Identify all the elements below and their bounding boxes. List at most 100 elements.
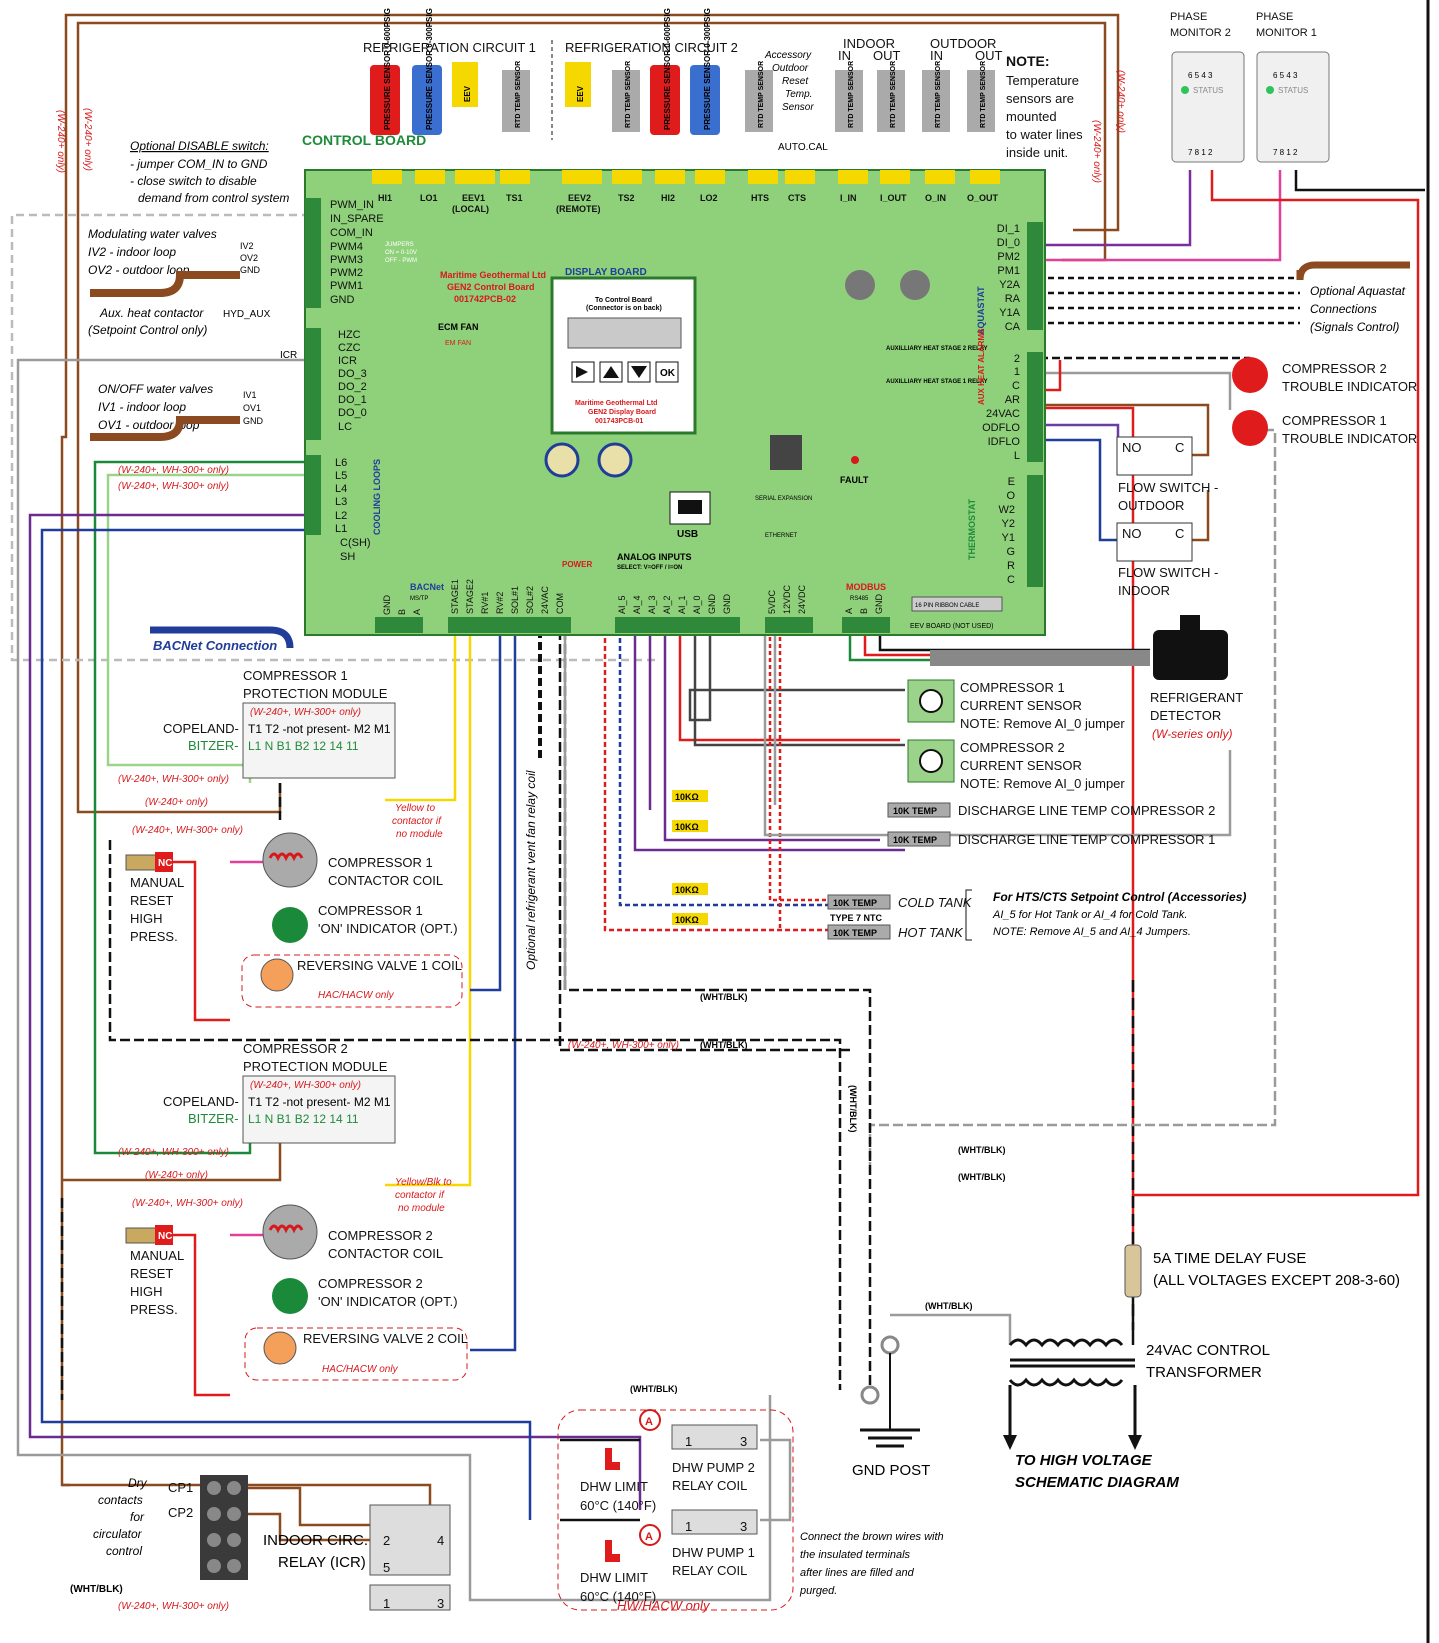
right-pins-3: E O W2 Y2 Y1 G R C	[999, 475, 1043, 587]
pin-sol2: SOL#2	[525, 586, 535, 614]
discharge-2: DISCHARGE LINE TEMP COMPRESSOR 2	[958, 803, 1215, 818]
c2-yellow-note-3: no module	[398, 1203, 445, 1214]
flow-indoor-1: FLOW SWITCH -	[1118, 565, 1218, 580]
pin-pwm4: PWM4	[330, 241, 363, 253]
cs1-2: CURRENT SENSOR	[960, 698, 1082, 713]
fault-label: FAULT	[840, 475, 869, 485]
pin-stage1: STAGE1	[450, 579, 460, 614]
c1-copeland: COPELAND-	[163, 721, 239, 736]
ok-label: OK	[660, 368, 676, 379]
icr-coil-icon	[369, 1584, 451, 1611]
c1-row2: L1 N B1 B2 12 14 11	[248, 739, 359, 753]
phase-monitor-2: PHASE MONITOR 2 6 5 4 3 STATUS 7 8 1 2	[1170, 11, 1245, 163]
enter-icon	[576, 366, 588, 378]
c2-contactor-1: COMPRESSOR 2	[328, 1228, 433, 1243]
aquastat-label: AQUASTAT	[976, 286, 986, 335]
rtd-sensor-hts	[745, 70, 773, 132]
note-line-3: mounted	[1006, 109, 1057, 124]
outdoor-out: OUT	[975, 48, 1003, 63]
pin-ai3: AI_3	[647, 595, 657, 614]
dhw-limit-1-icon	[605, 1540, 620, 1562]
jumpers-on: ON = 0-10V	[385, 250, 417, 256]
c2-rv-label: REVERSING VALVE 2 COIL	[303, 1331, 468, 1346]
conn-o-out: O_OUT	[967, 193, 999, 203]
pin-o: O	[1006, 490, 1015, 502]
dhw2-pin-1: 1	[685, 1434, 692, 1449]
dhw-limit-2-1: DHW LIMIT	[580, 1479, 648, 1494]
rtd-sensor-i-out	[877, 70, 905, 132]
conn-cts: CTS	[788, 193, 806, 203]
c2-top-note: (W-240+, WH-300+ only)	[568, 1040, 679, 1051]
analog-select-label: SELECT: V=OFF / I=ON	[617, 565, 682, 571]
mod-valves-1: Modulating water valves	[88, 227, 217, 241]
pin-pwm3: PWM3	[330, 254, 363, 266]
display-conn: To Control Board	[595, 297, 652, 304]
conn-hts: HTS	[751, 193, 769, 203]
note-line-1: Temperature	[1006, 73, 1079, 88]
conn-eev1: EEV1	[462, 193, 485, 203]
wht-blk-8: (WHT/BLK)	[70, 1584, 123, 1595]
eev-board-label: EEV BOARD (NOT USED)	[910, 623, 994, 630]
rs485-label: RS485	[850, 596, 869, 602]
c2-module-title-1: COMPRESSOR 2	[243, 1041, 348, 1056]
sensor-label-lo1: PRESSURE SENSOR 0-300PSIG	[425, 8, 434, 130]
wht-blk-7: (WHT/BLK)	[630, 1384, 677, 1394]
w-series-note: (W-series only)	[1152, 727, 1232, 741]
jumpers-off: OFF - PWM	[385, 258, 417, 264]
dhw1-pin-3: 3	[740, 1519, 747, 1534]
pin-ai5: AI_5	[617, 595, 627, 614]
hts-title: For HTS/CTS Setpoint Control (Accessorie…	[993, 890, 1246, 904]
cs2-3: NOTE: Remove AI_0 jumper	[960, 776, 1125, 791]
connect-1: Connect the brown wires with	[800, 1531, 944, 1543]
rtd-sensor-o-out	[967, 70, 995, 132]
pin-modbus-a: A	[844, 608, 854, 614]
conn-o-in: O_IN	[925, 193, 946, 203]
pin-di0: DI_0	[997, 237, 1020, 249]
rtd-label-o-out: RTD TEMP SENSOR	[980, 61, 987, 128]
comp1-trouble-1: COMPRESSOR 1	[1282, 413, 1387, 428]
c1-w240-note-2: (W-240+, WH-300+ only)	[132, 825, 243, 836]
aux-contactor-1: Aux. heat contactor	[99, 306, 204, 320]
fault-led	[851, 456, 859, 464]
left-pins-2: HZC CZC ICR DO_3 DO_2 DO_1 DO_0 LC	[305, 328, 367, 440]
eev1-icon	[452, 62, 478, 107]
ok-button[interactable]	[655, 361, 679, 383]
bottom-pins-3: AI_5 AI_4 AI_3 AI_2 AI_1 AI_0 GND GND	[615, 594, 740, 633]
accessory-3: Reset	[782, 76, 809, 87]
pin-12vdc: 12VDC	[782, 584, 792, 614]
type7: TYPE 7 NTC	[830, 913, 883, 923]
dhw1-1: DHW PUMP 1	[672, 1545, 755, 1560]
top-sensors: REFRIGERATION CIRCUIT 1 REFRIGERATION CI…	[363, 8, 1330, 163]
aux2-label: AUXILLIARY HEAT STAGE 2 RELAY	[886, 346, 988, 352]
transformer-2: TRANSFORMER	[1146, 1364, 1262, 1381]
c2-contactor-2: CONTACTOR COIL	[328, 1246, 443, 1261]
board-name: GEN2 Control Board	[447, 282, 535, 292]
pressure-sensor-hi2	[650, 65, 680, 135]
hw-note: HW/HACW only	[617, 1598, 711, 1613]
c1-on-2: 'ON' INDICATOR (OPT.)	[318, 921, 458, 936]
pin-b-b: B	[397, 609, 407, 615]
pm2-pins-bottom: 7 8 1 2	[1188, 148, 1213, 157]
comp2-trouble-1: COMPRESSOR 2	[1282, 361, 1387, 376]
arrow-down-icon	[631, 366, 647, 378]
pin-gnd-b: GND	[382, 595, 392, 616]
eev2-label: EEV	[576, 85, 585, 102]
w240-note-left2: (W-240+ only)	[82, 108, 93, 171]
flow-switch-outdoor-icon	[1116, 436, 1193, 476]
display-name: GEN2 Display Board	[588, 409, 656, 416]
onoff-valves-2: IV1 - indoor loop	[98, 400, 186, 414]
pin-ai2: AI_2	[662, 595, 672, 614]
pin-do1: DO_1	[338, 394, 367, 406]
compressor-2: COMPRESSOR 2 PROTECTION MODULE (W-240+, …	[118, 1041, 468, 1381]
conn-lo1: LO1	[420, 193, 438, 203]
c1-nc: NC	[158, 858, 172, 869]
iv1-label: IV1	[243, 390, 257, 400]
dry-3: for	[130, 1510, 145, 1524]
phase-monitor-1: PHASE MONITOR 1 6 5 4 3 STATUS 7 8 1 2	[1256, 11, 1330, 163]
pin-rv2: RV#2	[495, 592, 505, 614]
wht-blk-4: (WHT/BLK)	[958, 1145, 1005, 1155]
bacnet-label: BACNet	[410, 582, 444, 592]
icr-coil-pin-1: 1	[383, 1596, 390, 1611]
cooling-note-1: (W-240+, WH-300+ only)	[118, 465, 229, 476]
c1-manual-3: HIGH	[130, 911, 163, 926]
